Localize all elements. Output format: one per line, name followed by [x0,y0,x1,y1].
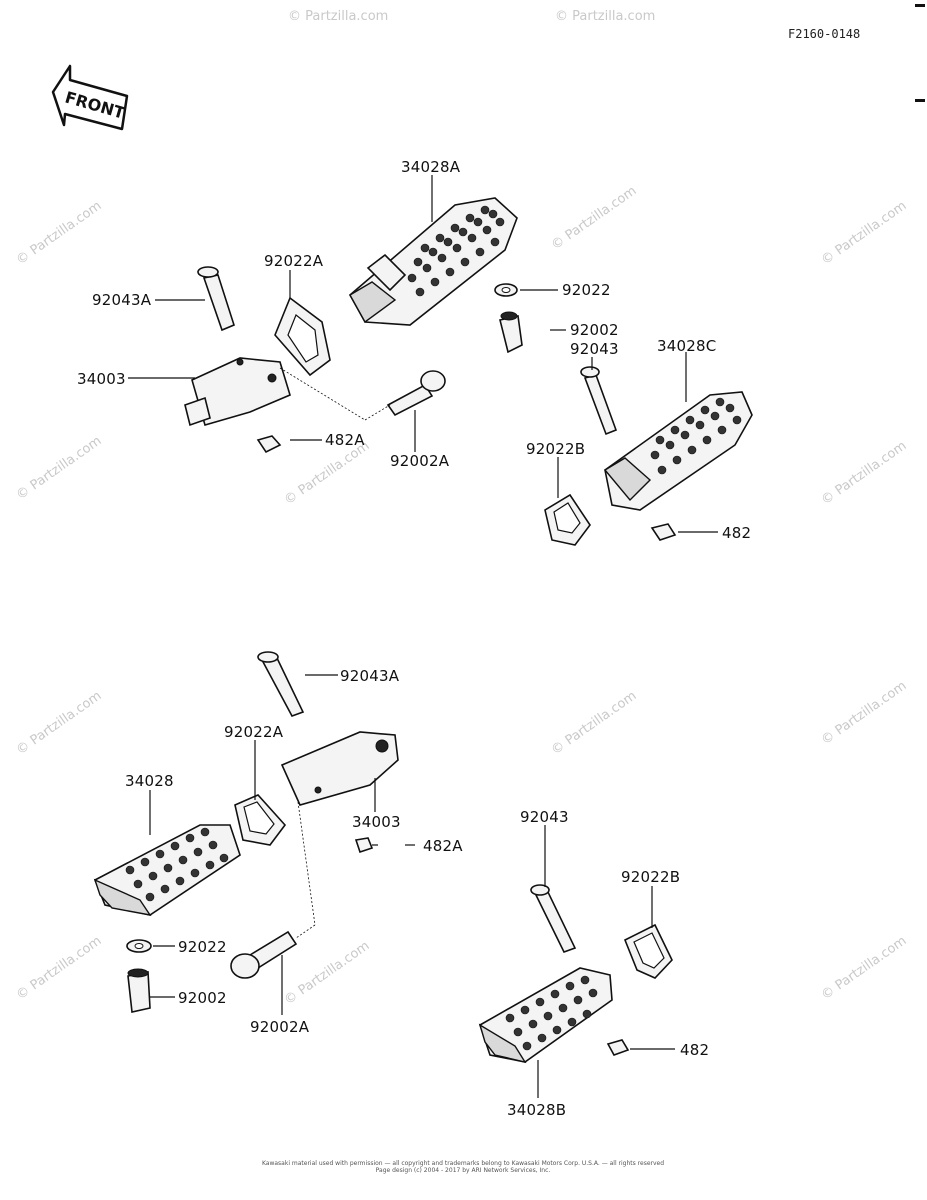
pin-92043a [197,266,235,332]
edge-mark [915,4,925,7]
callout-34003: 34003 [352,813,401,831]
pin-92043a [257,651,305,717]
callout-92022a: 92022A [264,252,324,270]
footpeg-rubber-ridges [407,205,505,297]
clip-482 [650,523,677,541]
callout-34028b: 34028B [507,1101,566,1119]
callout-34028: 34028 [125,772,174,790]
stud-92002 [499,311,523,354]
footer-copyright-line: Kawasaki material used with permission —… [262,1160,664,1167]
callout-92022: 92022 [562,281,611,299]
clip-482a [354,837,374,854]
stud-92002 [127,968,151,1013]
bolt-92002a [386,370,446,417]
callout-92043: 92043 [570,340,619,358]
callout-92002a: 92002A [390,452,450,470]
watermark: © Partzilla.com [819,678,910,748]
callout-92022b: 92022B [621,868,680,886]
footpeg-bracket-34003 [280,731,399,806]
leader-lines-top [128,175,718,533]
watermark: © Partzilla.com [288,9,388,24]
callout-92022a: 92022A [224,723,284,741]
watermark: © Partzilla.com [14,933,105,1003]
pin-92043 [530,884,577,953]
watermark: © Partzilla.com [555,9,655,24]
edge-mark [915,99,925,102]
callout-92043a: 92043A [92,291,152,309]
callout-482: 482 [722,524,751,542]
callout-92002: 92002 [570,321,619,339]
footpeg-rubber-34028a [348,197,518,326]
watermark: © Partzilla.com [14,198,105,268]
bolt-92002a [230,930,298,979]
callout-482a: 482A [423,837,463,855]
reference-code: F2160-0148 [788,27,860,41]
callout-92043: 92043 [520,808,569,826]
footpeg-rubber-ridges [650,397,742,475]
watermark: © Partzilla.com [549,183,640,253]
footpeg-rubber-ridges [125,827,229,902]
footpeg-bracket-34003 [184,357,291,427]
watermark: © Partzilla.com [819,933,910,1003]
callout-92022b: 92022B [526,440,585,458]
callout-482: 482 [680,1041,709,1059]
footer-copyright-line: Page design (c) 2004 - 2017 by ARI Netwo… [376,1167,551,1174]
footpeg-rubber-ridges [505,975,598,1051]
watermark: © Partzilla.com [282,938,373,1008]
watermark: © Partzilla.com [549,688,640,758]
watermark: © Partzilla.com [819,198,910,268]
callout-34028c: 34028C [657,337,716,355]
callout-92002a: 92002A [250,1018,310,1036]
callout-34028a: 34028A [401,158,461,176]
callout-92002: 92002 [178,989,227,1007]
front-arrow-icon: FRONT [51,64,129,131]
pin-92043 [580,366,618,436]
callout-34003: 34003 [77,370,126,388]
callout-92043a: 92043A [340,667,400,685]
watermark: © Partzilla.com [14,688,105,758]
watermark: © Partzilla.com [14,433,105,503]
clip-482a [256,435,282,454]
callout-482a: 482A [325,431,365,449]
watermark: © Partzilla.com [819,438,910,508]
clip-482 [606,1039,630,1056]
callout-92022: 92022 [178,938,227,956]
leader-lines-bottom [149,674,675,1098]
footpeg-rubber-34028c [603,391,753,511]
